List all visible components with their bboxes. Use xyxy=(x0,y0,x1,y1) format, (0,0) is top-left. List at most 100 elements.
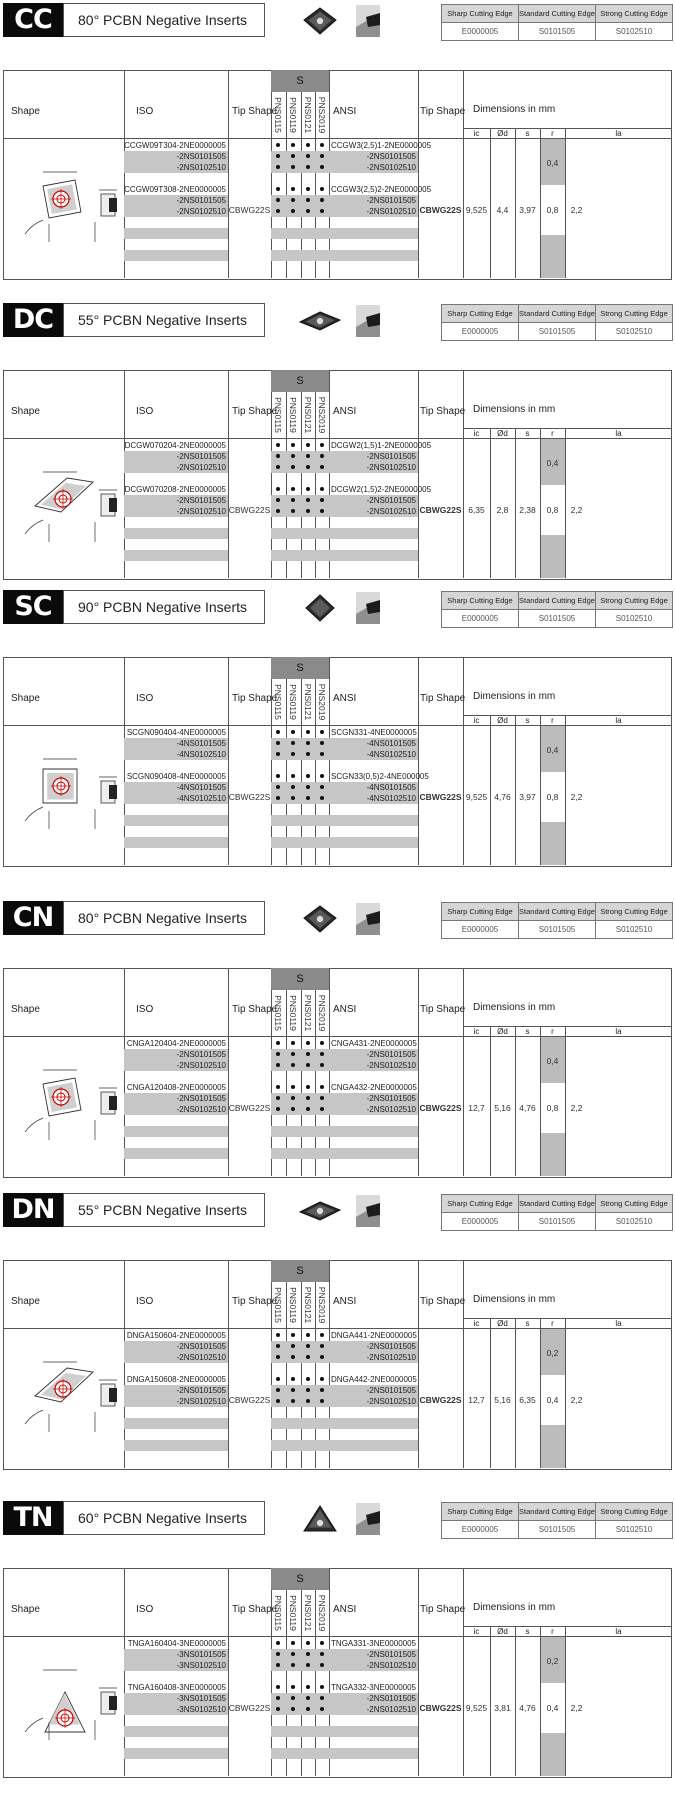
row-stripe xyxy=(271,162,418,173)
iso-code-row: -2NS0101505 xyxy=(176,196,226,205)
dim-header-3: r xyxy=(551,1627,554,1636)
grade-label: PNS0115 xyxy=(273,995,283,1031)
iso-code-row: -2NS0101505 xyxy=(176,1342,226,1351)
grade-group-s: S xyxy=(271,370,329,392)
dimension-divider xyxy=(565,1318,566,1468)
dim-header-3: r xyxy=(551,716,554,725)
dim-header-2: s xyxy=(525,1627,530,1636)
insert-icon xyxy=(303,905,337,933)
availability-dot xyxy=(276,1085,280,1089)
radius-fill xyxy=(541,439,565,485)
column-divider xyxy=(329,70,330,278)
dimension-value-r2: 0,8 xyxy=(546,505,559,515)
availability-dot xyxy=(291,487,295,491)
availability-dot xyxy=(291,1696,295,1700)
availability-dot xyxy=(291,1096,295,1100)
ansi-code-row: CCGW3(2,5)1-2NE0000005 xyxy=(331,141,432,150)
table-border xyxy=(3,370,672,580)
header-rule xyxy=(3,1328,671,1329)
dimension-value-la: 2,2 xyxy=(570,505,583,515)
iso-code-row: DNGA150604-2NE0000005 xyxy=(126,1331,226,1340)
dim-header-0: ic xyxy=(473,129,480,138)
column-divider xyxy=(315,1260,316,1468)
insert-image xyxy=(298,593,342,623)
row-stripe xyxy=(271,1341,418,1352)
availability-dot xyxy=(320,1652,324,1656)
availability-dot xyxy=(306,741,310,745)
iso-code-row: -4NS0101505 xyxy=(176,739,226,748)
availability-dot xyxy=(306,1641,310,1645)
cbn-tip-icon xyxy=(356,305,380,337)
column-divider xyxy=(463,1568,464,1776)
iso-code-row: TNGA160408-3NE0000005 xyxy=(127,1683,226,1692)
dimension-value-s: 4,76 xyxy=(519,1703,536,1713)
availability-dot xyxy=(291,1052,295,1056)
row-stripe xyxy=(124,1418,228,1429)
ansi-code-row: -4NS0101505 xyxy=(366,739,416,748)
dimension-value-ic: 9,525 xyxy=(465,205,488,215)
insert-image xyxy=(298,1196,342,1226)
row-stripe xyxy=(271,782,418,793)
insert-technical-drawing xyxy=(24,758,117,829)
grade-column-pns2019: PNS2019 xyxy=(315,990,329,1036)
dimensions-header: Dimensions in mm xyxy=(473,104,556,115)
dimension-value-s: 4,76 xyxy=(519,1103,536,1113)
row-stripe xyxy=(271,1148,418,1159)
availability-dot xyxy=(320,1707,324,1711)
iso-code-row: DCGW070208-2NE0000005 xyxy=(124,485,226,494)
availability-dot xyxy=(320,1052,324,1056)
row-stripe xyxy=(124,1104,228,1115)
column-divider xyxy=(286,1568,287,1776)
column-divider xyxy=(463,968,464,1176)
availability-dot xyxy=(306,774,310,778)
tip-shape-header: Tip Shape xyxy=(232,1296,278,1307)
availability-dot xyxy=(291,1663,295,1667)
table-border xyxy=(3,1260,672,1470)
row-stripe xyxy=(271,1049,418,1060)
grade-label: PNS0119 xyxy=(288,1595,298,1631)
grade-label: PNS0121 xyxy=(303,1594,313,1632)
dim-header-1: Ød xyxy=(497,1027,508,1036)
dims-rule xyxy=(463,1026,671,1027)
dimension-divider xyxy=(540,1626,541,1776)
availability-dot xyxy=(291,498,295,502)
grade-column-pns0119: PNS0119 xyxy=(286,990,300,1036)
series-code: DN xyxy=(3,1193,63,1227)
ansi-code-row: SCGN331-4NE0000005 xyxy=(331,728,417,737)
availability-dot xyxy=(276,774,280,778)
column-divider xyxy=(301,1260,302,1468)
edge-code: S0101505 xyxy=(518,609,596,628)
availability-dot xyxy=(276,187,280,191)
dimension-value-s: 3,97 xyxy=(519,205,536,215)
availability-dot xyxy=(320,730,324,734)
availability-dot xyxy=(320,487,324,491)
availability-dot xyxy=(291,165,295,169)
tip-shape-header: Tip Shape xyxy=(232,106,278,117)
edge-code: S0101505 xyxy=(518,322,596,341)
dim-header-1: Ød xyxy=(497,429,508,438)
dimension-divider xyxy=(540,1026,541,1176)
grade-label: PNS0115 xyxy=(273,397,283,433)
dim-header-1: Ød xyxy=(497,1319,508,1328)
ansi-code-row: -2NS0102510 xyxy=(366,1061,416,1070)
grade-column-pns2019: PNS2019 xyxy=(315,1282,329,1328)
row-stripe xyxy=(271,837,418,848)
iso-code-row: DNGA150608-2NE0000005 xyxy=(126,1375,226,1384)
row-stripe xyxy=(271,1693,418,1704)
availability-dot xyxy=(291,741,295,745)
insert-technical-drawing xyxy=(24,471,117,542)
availability-dot xyxy=(291,443,295,447)
row-stripe xyxy=(124,1341,228,1352)
availability-dot xyxy=(291,1063,295,1067)
column-divider xyxy=(124,370,125,578)
availability-dot xyxy=(291,1399,295,1403)
availability-dot xyxy=(276,1107,280,1111)
dimension-value-la: 2,2 xyxy=(570,1103,583,1113)
grade-label: PNS0119 xyxy=(288,97,298,133)
availability-dot xyxy=(306,1096,310,1100)
